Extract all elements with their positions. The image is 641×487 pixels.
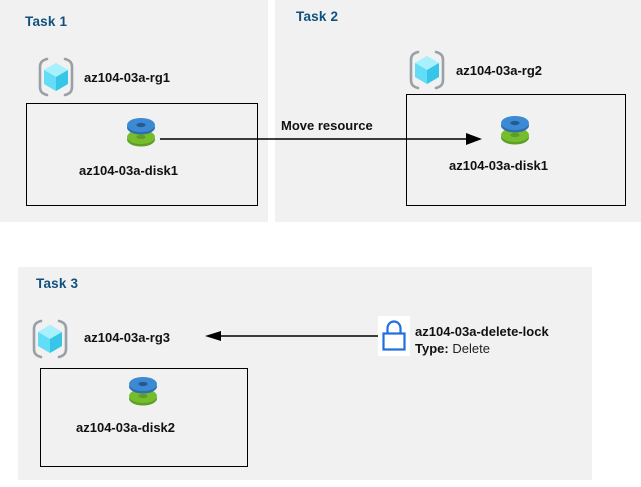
resource-container-task2 — [406, 94, 626, 206]
resource-label-task1: az104-03a-disk1 — [79, 163, 179, 178]
managed-disk-icon — [494, 110, 536, 152]
lock-name-label: az104-03a-delete-lock — [415, 324, 549, 339]
resource-label-task3: az104-03a-disk2 — [76, 420, 176, 435]
resource-label-task2: az104-03a-disk1 — [449, 158, 549, 173]
managed-disk-icon — [122, 371, 164, 413]
task-title-task1: Task 1 — [25, 14, 68, 29]
resource-container-task1 — [26, 103, 258, 206]
task-panel-task2 — [275, 0, 641, 222]
task-panel-task1 — [0, 0, 268, 222]
resource-group-icon — [28, 317, 72, 361]
lock-type-value: Delete — [452, 341, 490, 356]
resource-group-label-task3: az104-03a-rg3 — [84, 330, 170, 345]
resource-group-icon — [34, 55, 78, 99]
move-resource-label: Move resource — [281, 118, 373, 133]
task-panel-task3 — [18, 267, 592, 480]
resource-group-label-task1: az104-03a-rg1 — [84, 70, 170, 85]
managed-disk-icon — [120, 112, 162, 154]
move-resource-arrow — [160, 130, 482, 148]
task-title-task3: Task 3 — [36, 276, 79, 291]
task-title-task2: Task 2 — [296, 9, 339, 24]
resource-container-task3 — [40, 368, 248, 467]
lock-scope-arrow — [205, 328, 380, 344]
resource-group-label-task2: az104-03a-rg2 — [456, 63, 542, 78]
lock-type-label: Type: Delete — [415, 341, 490, 356]
lock-type-key: Type: — [415, 341, 449, 356]
lock-icon — [378, 316, 410, 356]
resource-group-icon — [405, 48, 449, 92]
